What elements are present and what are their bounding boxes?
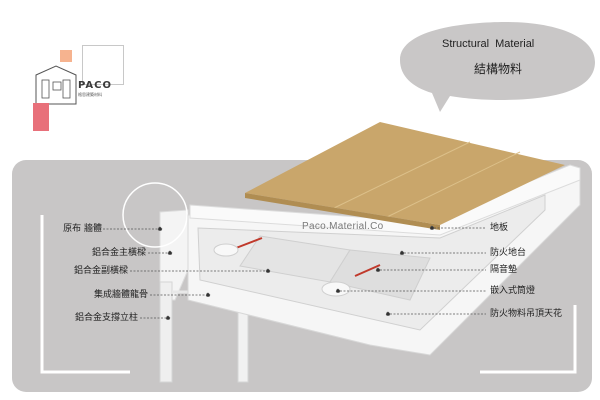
bubble-title-en: Structural Material bbox=[442, 38, 535, 50]
label-fire-ceiling: 防火物料吊頂天花 bbox=[490, 309, 563, 319]
logo-accent-square bbox=[60, 50, 72, 62]
label-downlight: 嵌入式筒燈 bbox=[490, 286, 536, 296]
bubble-title-zh: 結構物料 bbox=[474, 62, 523, 76]
label-acoustic-pad: 隔音墊 bbox=[490, 265, 518, 275]
corner-frame bbox=[480, 305, 577, 374]
label-floor: 地板 bbox=[490, 223, 509, 233]
floor-seam bbox=[384, 151, 521, 219]
label-main-beam: 鋁合金主橫樑 bbox=[91, 248, 146, 258]
corner-frame bbox=[40, 215, 130, 374]
floor-seam bbox=[329, 141, 471, 211]
watermark: Paco.Material.Co bbox=[302, 221, 384, 232]
label-fire-platform: 防火地台 bbox=[490, 248, 527, 258]
support-column bbox=[159, 281, 173, 383]
logo-red-bar bbox=[33, 103, 49, 131]
beam bbox=[329, 249, 431, 301]
label-secondary-beam: 鋁合金副橫樑 bbox=[73, 266, 128, 276]
logo-outline-square bbox=[82, 45, 124, 85]
floor-edge bbox=[245, 193, 440, 230]
logo-subtitle: 格思建築材料 bbox=[78, 92, 102, 97]
label-wall: 原布 牆體 bbox=[63, 224, 102, 234]
label-support-column: 鋁合金支撐立柱 bbox=[74, 313, 138, 323]
acoustic-strip bbox=[354, 264, 381, 277]
downlight bbox=[213, 243, 239, 257]
downlight bbox=[321, 281, 351, 297]
logo-building-icon bbox=[35, 65, 77, 105]
acoustic-strip bbox=[235, 237, 263, 249]
label-wall-keel: 集成牆體龍骨 bbox=[93, 290, 148, 300]
speech-bubble bbox=[400, 22, 595, 112]
highlight-circle bbox=[122, 182, 188, 248]
logo-brand: PACO bbox=[78, 80, 112, 91]
